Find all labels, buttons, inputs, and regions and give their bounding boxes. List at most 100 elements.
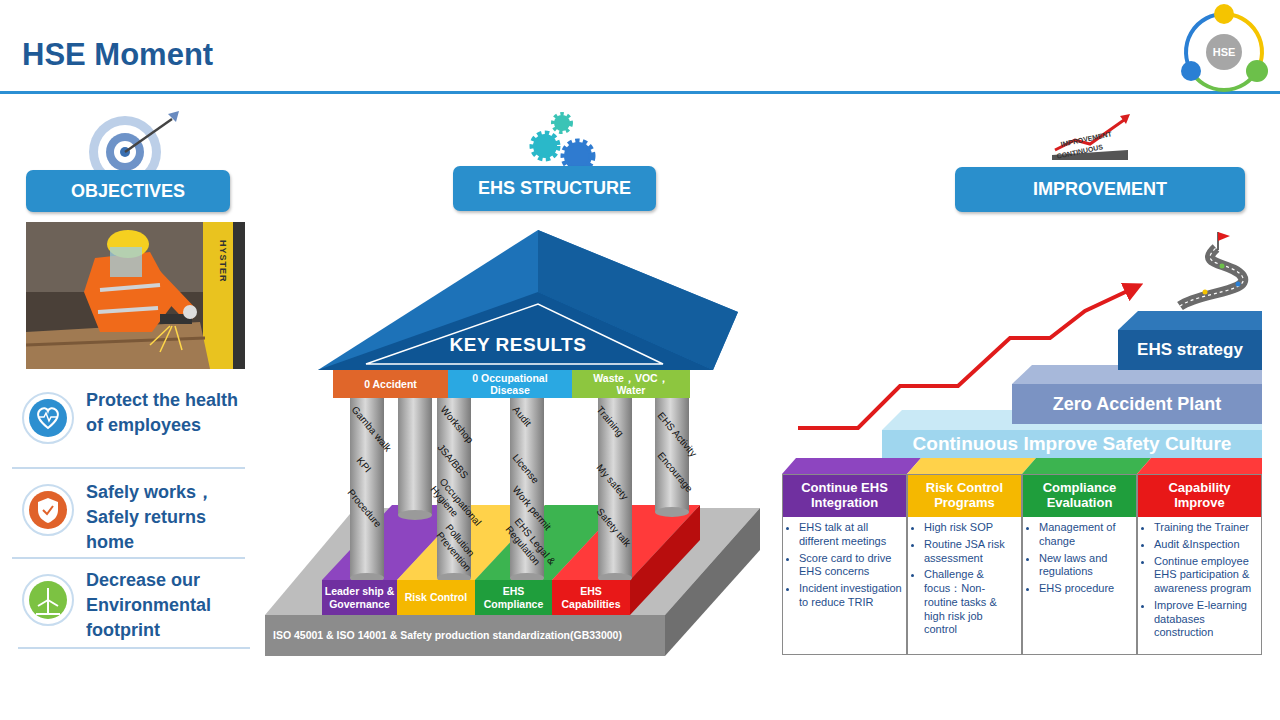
- improvement-icon: [1120, 114, 1130, 124]
- road: [1180, 248, 1243, 306]
- roof-face: [318, 292, 713, 370]
- pillar: [398, 510, 432, 520]
- stair-step: Continuous Improve Safety Culture: [882, 430, 1262, 458]
- target-arrow: [125, 119, 172, 152]
- foundation-block: Risk Control: [397, 580, 475, 615]
- section-header: EHS STRUCTURE: [453, 166, 656, 211]
- bullet-item: Training the Trainer: [1154, 521, 1257, 535]
- logo-dot: [1246, 60, 1268, 82]
- divider-line: [12, 557, 245, 558]
- result-band: 0 Accident: [333, 370, 448, 398]
- objective-text: Decrease our Environmental footprint: [86, 568, 251, 644]
- block-side: [630, 505, 700, 615]
- column-top: [1022, 458, 1151, 474]
- objective-icon: [23, 393, 73, 443]
- node-label: Continue EHS Integration: [783, 475, 906, 517]
- turbine-symbol: [48, 600, 58, 606]
- foundation-block: Leader ship & Governance: [322, 580, 397, 615]
- gear-icon: [533, 134, 557, 158]
- stair-step: EHS strategy: [1118, 330, 1262, 370]
- node-label: EHS strategy: [1137, 340, 1243, 360]
- node-label: Compliance Evaluation: [1023, 475, 1136, 517]
- node-label: Risk Control Programs: [908, 475, 1021, 517]
- logo-dot: [1181, 61, 1201, 81]
- logo-dot: [1214, 4, 1234, 24]
- node-label: OBJECTIVES: [71, 181, 185, 202]
- column-top: [907, 458, 1036, 474]
- objective-icon: [23, 485, 73, 535]
- face-shield: [110, 247, 142, 277]
- node-label: Leader ship & Governance: [324, 585, 395, 609]
- bullet-item: EHS talk at all different meetings: [799, 521, 902, 549]
- roof-box: KEY RESULTS: [318, 230, 738, 370]
- node-label: Waste，VOC， Water: [586, 372, 676, 396]
- turbine-symbol: [47, 588, 49, 600]
- node-label: IMPROVEMENT: [1033, 179, 1167, 200]
- objective-text: Safely works， Safely returns home: [86, 480, 251, 556]
- bullet-item: Score card to drive EHS concerns: [799, 552, 902, 580]
- gear-icon: [554, 115, 570, 131]
- reflective-stripe: [98, 308, 158, 312]
- bullet-item: Incident investigation to reduce TRIR: [799, 582, 902, 610]
- turbine-symbol: [38, 600, 48, 606]
- program-column: Capability ImproveTraining the TrainerAu…: [1137, 474, 1262, 655]
- roof-face: [366, 304, 663, 364]
- shield-symbol: [38, 498, 58, 523]
- step-top: [1118, 311, 1262, 330]
- result-band: Waste，VOC， Water: [572, 370, 690, 398]
- turbine-symbol: [36, 613, 60, 615]
- road-marking: [1180, 248, 1243, 306]
- objective-icon: [29, 399, 67, 437]
- road-dot: [1220, 264, 1225, 269]
- pulse-symbol: [39, 413, 57, 421]
- bullet-item: Improve E-learning databases constructio…: [1154, 599, 1257, 640]
- program-column: Risk Control ProgramsHigh risk SOP Routin…: [907, 474, 1022, 655]
- section-header: IMPROVEMENT: [955, 167, 1245, 212]
- bullet-item: Challenge & focus：Non-routine tasks & hi…: [924, 568, 1017, 637]
- node-label: 0 Accident: [364, 378, 417, 390]
- column-top: [1137, 458, 1262, 474]
- objective-text: Protect the health of employees: [86, 388, 251, 438]
- node-label: Risk Control: [405, 591, 467, 603]
- bullet-item: Audit &Inspection: [1154, 538, 1257, 552]
- bullet-item: Management of change: [1039, 521, 1132, 549]
- road-dot: [1236, 282, 1241, 287]
- foundation-block: EHS Compliance: [475, 580, 552, 615]
- slide-title: HSE Moment: [22, 37, 213, 73]
- glove: [183, 305, 197, 319]
- foundation-block: EHS Capabilities: [552, 580, 630, 615]
- check-symbol: [43, 506, 53, 514]
- node-label: KEY RESULTS: [408, 334, 628, 356]
- stair-step: Zero Accident Plant: [1012, 384, 1262, 424]
- program-column: Continue EHS IntegrationEHS talk at all …: [782, 474, 907, 655]
- reflective-stripe: [100, 285, 160, 290]
- bullet-item: High risk SOP: [924, 521, 1017, 535]
- bullet-item: Routine JSA risk assessment: [924, 538, 1017, 566]
- flag: [1218, 232, 1230, 241]
- header-rule: [0, 91, 1280, 94]
- node-label: EHS STRUCTURE: [478, 178, 631, 199]
- spark: [175, 326, 182, 350]
- divider-line: [18, 647, 250, 648]
- pillar: [398, 398, 432, 515]
- bullet-item: New laws and regulations: [1039, 552, 1132, 580]
- node-label: ISO 45001 & ISO 14001 & Safety productio…: [273, 629, 622, 641]
- roof-face: [318, 230, 738, 370]
- column-top: [782, 458, 921, 474]
- objective-icon: [23, 575, 73, 625]
- road-dot: [1203, 290, 1208, 295]
- program-column: Compliance EvaluationManagement of chang…: [1022, 474, 1137, 655]
- hub-circle: HSE: [1206, 34, 1242, 70]
- node-label: EHS Capabilities: [554, 585, 628, 609]
- base-slab: ISO 45001 & ISO 14001 & Safety productio…: [265, 615, 665, 656]
- heart-symbol: [38, 408, 58, 428]
- spark: [160, 326, 172, 352]
- node-label: Continuous Improve Safety Culture: [913, 433, 1232, 455]
- objective-icon: [29, 581, 67, 619]
- target-arrow: [168, 111, 179, 122]
- turbine-symbol: [47, 600, 49, 614]
- forklift-post: [203, 222, 233, 369]
- result-band: 0 Occupational Disease: [448, 370, 572, 398]
- pillar: [655, 507, 689, 517]
